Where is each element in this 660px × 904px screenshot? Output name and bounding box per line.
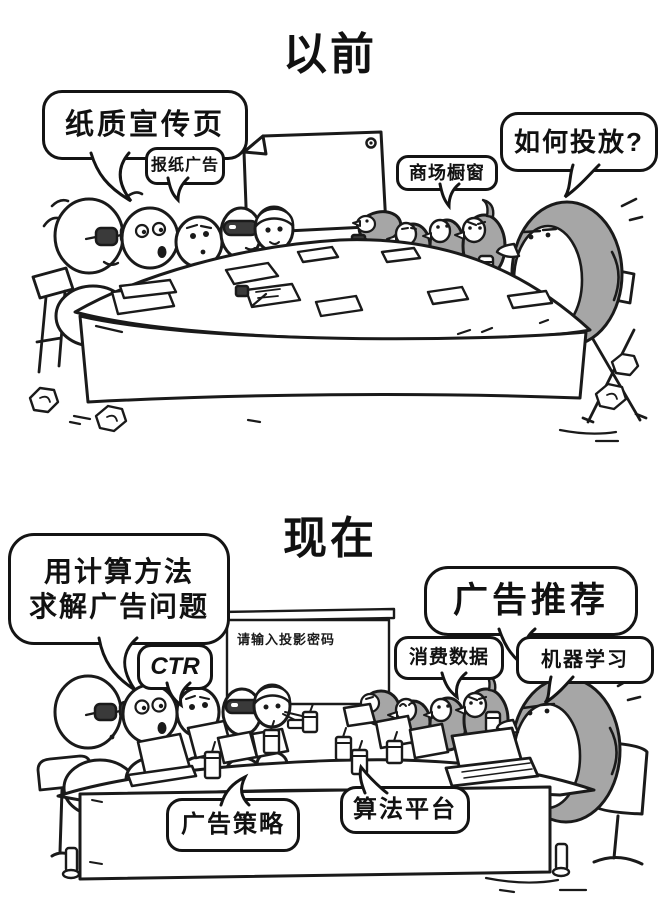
meeting-table-before [73, 238, 592, 404]
bubble-ad-recommendation: 广告推荐 [424, 566, 638, 673]
papers-on-table [110, 245, 554, 318]
panel-before-title: 以前 [283, 30, 377, 79]
bubble-method-line2: 求解广告问题 [28, 591, 209, 622]
floor-marks-now [484, 876, 588, 894]
crumpled-paper-balls [28, 352, 640, 433]
laptops-and-cups [126, 702, 540, 788]
bubble-consumption-data-text: 消费数据 [408, 647, 489, 669]
bubble-newspaper-ad: 报纸广告 [145, 147, 225, 204]
scene-before-illustration [28, 130, 648, 443]
office-chair-base [592, 814, 644, 866]
label-ad-strategy: 广告策略 [166, 773, 300, 852]
panel-now-title: 现在 [283, 514, 377, 563]
bubble-machine-learning: 机器学习 [516, 636, 654, 705]
screen-text: 请输入投影密码 [237, 632, 335, 647]
label-ad-strategy-text: 广告策略 [181, 811, 285, 838]
projector-screen: 请输入投影密码 [219, 607, 396, 706]
bubble-ad-recommendation-text: 广告推荐 [452, 581, 609, 621]
bubble-how-to-place-text: 如何投放? [514, 126, 644, 157]
bubble-consumption-data: 消费数据 [394, 636, 504, 701]
bubble-how-to-place: 如何投放? [500, 112, 658, 199]
bubble-paper-flyer-text: 纸质宣传页 [64, 108, 225, 141]
table-front-now [61, 785, 571, 881]
bubble-newspaper-ad-text: 报纸广告 [150, 157, 219, 174]
bubble-machine-learning-text: 机器学习 [541, 648, 629, 671]
label-algorithm-platform: 算法平台 [340, 763, 470, 834]
label-algorithm-platform-text: 算法平台 [353, 796, 457, 823]
floor-marks-before [68, 414, 620, 443]
bubble-ctr: CTR [137, 644, 213, 709]
bubble-computational-method: 用计算方法 求解广告问题 [8, 533, 230, 692]
bubble-mall-window: 商场橱窗 [396, 155, 498, 211]
bubble-mall-window-text: 商场橱窗 [409, 162, 485, 183]
bubble-method-line1: 用计算方法 [43, 556, 194, 587]
bubble-ctr-text: CTR [150, 653, 200, 680]
